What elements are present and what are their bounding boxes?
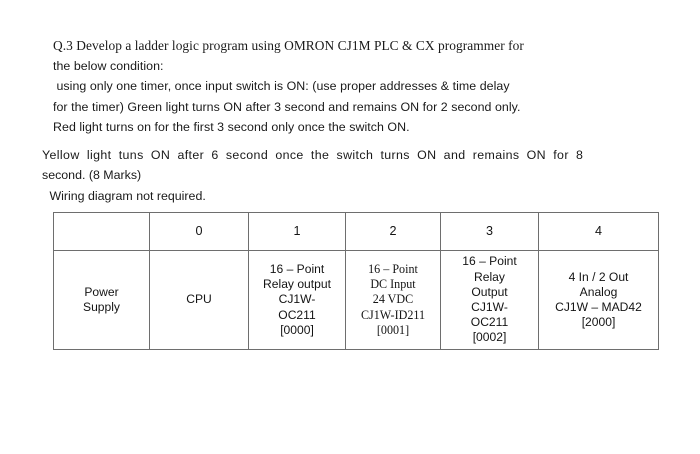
question-line-3: using only one timer, once input switch …	[53, 79, 510, 94]
table-cell-cpu: CPU	[149, 250, 249, 350]
question-line-5: Red light turns on for the first 3 secon…	[53, 119, 410, 134]
question-line-4: for the timer) Green light turns ON afte…	[53, 99, 521, 114]
paragraph-two-line-2: second. (8 Marks)	[42, 168, 142, 183]
table-header-cell-2: 2	[345, 212, 441, 251]
question-line-2: the below condition:	[53, 59, 164, 74]
table-header-row: 0 1 2 3 4	[53, 212, 659, 251]
question-text-block: Q.3 Develop a ladder logic program using…	[53, 36, 613, 137]
table-header-cell-0: 0	[149, 212, 249, 251]
table-header-cell-4: 4	[538, 212, 659, 251]
question-line-1: Q.3 Develop a ladder logic program using…	[53, 38, 524, 53]
cell-lines-cpu: CPU	[186, 292, 212, 307]
paragraph-two-line-3: Wiring diagram not required.	[46, 188, 206, 203]
table-header-cell-blank	[53, 212, 150, 251]
paragraph-two-line-1: Yellow light tuns ON after 6 second once…	[42, 148, 584, 162]
table-header-cell-3: 3	[440, 212, 539, 251]
paragraph-two-block: Yellow light tuns ON after 6 second once…	[42, 145, 630, 206]
table-header-cell-1: 1	[248, 212, 346, 251]
